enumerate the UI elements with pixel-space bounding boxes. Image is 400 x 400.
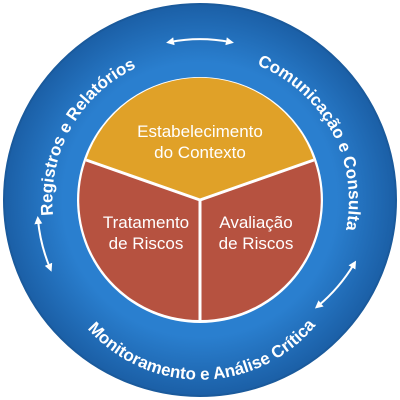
label-evaluation-line2: de Riscos — [219, 234, 294, 253]
arrow-top-icon — [166, 37, 234, 46]
segment-right — [200, 160, 321, 321]
label-treatment-line1: Tratamento — [103, 213, 189, 232]
segment-top — [86, 77, 314, 200]
label-treatment-line2: de Riscos — [109, 234, 184, 253]
label-establishment-line1: Estabelecimento — [137, 122, 263, 141]
divider-right — [199, 158, 315, 202]
segment-left — [79, 160, 200, 321]
label-establishment-line2: do Contexto — [154, 143, 246, 162]
center-pie — [79, 77, 321, 321]
divider-left — [85, 158, 201, 202]
arrow-right-icon — [314, 260, 357, 309]
arrow-left-icon — [34, 216, 53, 272]
label-evaluation-line1: Avaliação — [219, 213, 292, 232]
